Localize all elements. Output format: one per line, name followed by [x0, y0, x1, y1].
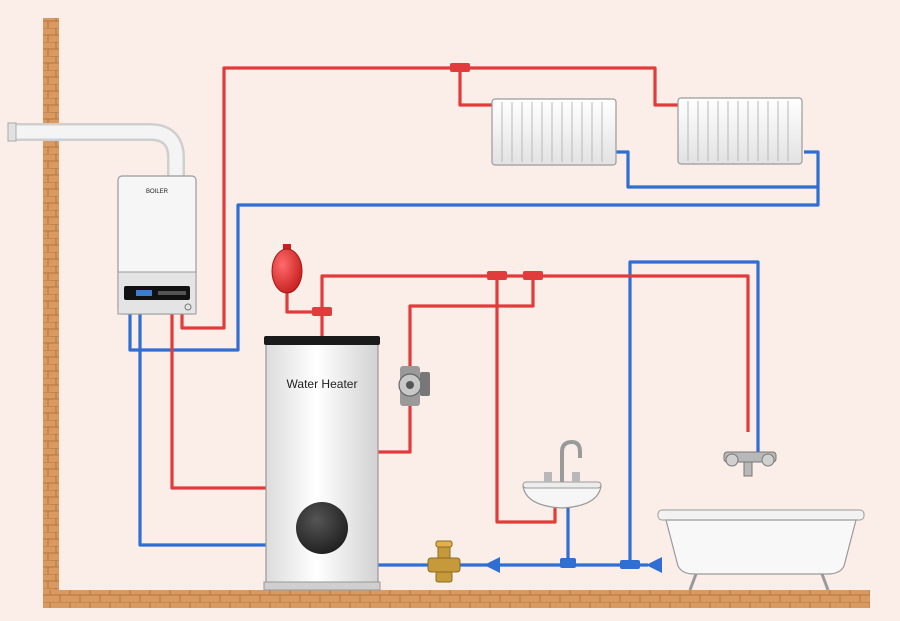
sink: [522, 439, 602, 509]
water-heater: Water Heater: [263, 336, 381, 591]
radiator-1: [491, 98, 617, 166]
boiler-display-panel: [124, 286, 190, 300]
cold-fittings: [560, 558, 640, 569]
faucet-icon: [544, 439, 582, 482]
circulation-pump-icon: [398, 366, 430, 406]
hot-water-pipes: [170, 66, 750, 524]
heater-inspection-port: [296, 502, 348, 554]
cold-water-pipes: [128, 150, 820, 567]
brick-wall: [43, 18, 59, 608]
pipe-fittings: [312, 63, 543, 316]
boiler: BOILER: [117, 175, 197, 315]
flue-pipe: [12, 123, 185, 178]
bathtub: [657, 509, 865, 591]
arrow-left-icon: [646, 557, 662, 573]
expansion-tank: [271, 244, 303, 294]
boiler-label: BOILER: [146, 189, 169, 195]
mixing-valve-icon: [427, 540, 461, 583]
water-heater-label: Water Heater: [287, 377, 358, 391]
brick-floor: [43, 590, 870, 608]
arrow-left-icon: [484, 557, 500, 573]
radiator-2: [677, 97, 803, 165]
faucet-icon: [723, 451, 777, 477]
power-icon: [184, 303, 192, 311]
